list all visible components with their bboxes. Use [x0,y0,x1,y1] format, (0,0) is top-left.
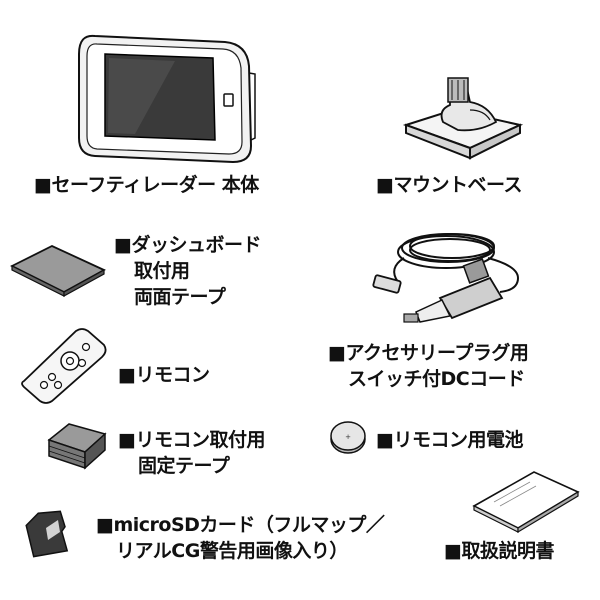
coin-battery-illustration: + [328,420,368,456]
dashboard-tape-illustration [8,240,108,305]
item-label-mount-base: ■マウントベース [376,174,523,196]
manual-illustration [472,466,582,546]
item-label-radar-unit: ■セーフティレーダー 本体 [34,174,259,196]
microsd-card-illustration [22,508,72,560]
item-label-dc-cord: ■アクセサリープラグ用 スイッチ付DCコード [328,342,529,390]
item-label-remote-tape: ■リモコン取付用 固定テープ [118,429,265,477]
item-label-dashboard-tape: ■ダッシュボード 取付用 両面テープ [114,234,261,308]
svg-text:+: + [345,433,351,441]
dc-cord-illustration [368,218,538,333]
item-label-remote: ■リモコン [118,364,210,386]
mount-base-illustration [398,70,528,165]
item-label-remote-battery: ■リモコン用電池 [376,429,523,451]
item-label-microsd: ■microSDカード（フルマップ／ リアルCG警告用画像入り） [96,514,385,562]
item-label-manual: ■取扱説明書 [444,540,554,562]
radar-unit-illustration [75,28,260,168]
remote-control-illustration [20,325,110,405]
remote-tape-illustration [45,418,110,470]
